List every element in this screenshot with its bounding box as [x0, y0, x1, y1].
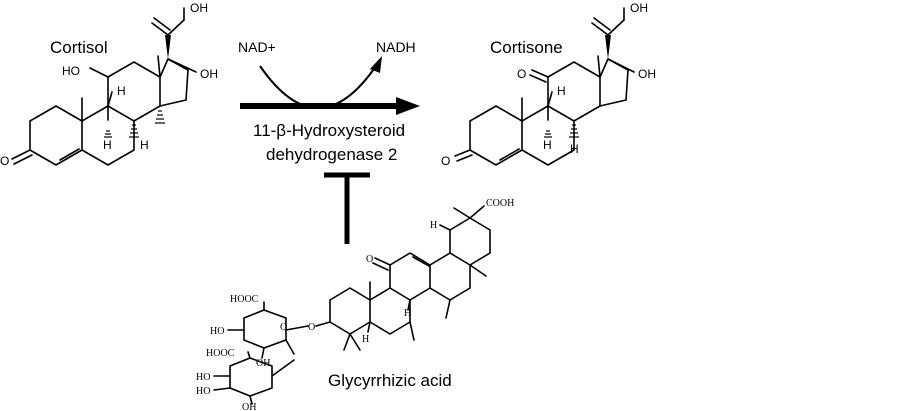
sugar1-ho: HO: [210, 326, 224, 337]
sugar2-oh: OH: [242, 402, 256, 411]
cortisol-h-14: H: [140, 138, 149, 152]
nad-plus-label: NAD+: [238, 39, 276, 55]
glycyrrhizic-h-18: H: [430, 220, 437, 231]
cortisone-label: Cortisone: [490, 38, 563, 57]
cortisol-h-9: H: [103, 138, 112, 152]
sugar1-hooc: HOOC: [230, 294, 259, 305]
glycyrrhizic-h-9: H: [404, 308, 411, 319]
cortisone-h-14: H: [570, 142, 579, 156]
cortisone-17-oh: OH: [638, 67, 656, 81]
cortisone-11-o: O: [517, 67, 526, 81]
sugar2-ho-1: HO: [196, 372, 210, 383]
glycyrrhizic-11-o: O: [366, 254, 373, 265]
cortisone-h-8: H: [557, 84, 566, 98]
glycyrrhizic-label: Glycyrrhizic acid: [328, 371, 452, 390]
cortisol-ketone-o: O: [0, 154, 9, 168]
reaction-arrow-group: [240, 56, 420, 115]
cofactor-arrow-head: [370, 56, 382, 73]
nadh-label: NADH: [376, 39, 416, 55]
cortisol-11-ho: HO: [62, 64, 80, 78]
glycyrrhizic-ether-o: O: [308, 322, 315, 333]
sugar2-ho-2: HO: [196, 386, 210, 397]
cortisone-h-9: H: [543, 138, 552, 152]
inhibition-symbol: [324, 172, 370, 244]
cortisol-label: Cortisol: [50, 38, 108, 57]
cortisone-21-oh: OH: [630, 1, 648, 15]
glycyrrhizic-acid-structure: O COOH H H H O HOOC HO OH O HOOC HO HO O…: [196, 198, 514, 411]
enzyme-label-line2: dehydrogenase 2: [266, 145, 397, 164]
cortisone-3-o: O: [441, 154, 450, 168]
sugar1-ring-o: O: [280, 322, 287, 333]
enzyme-label-line1: 11-β-Hydroxysteroid: [253, 121, 405, 140]
glycyrrhizic-h-5: H: [362, 334, 369, 345]
arrow-head: [396, 97, 420, 115]
cortisol-17-oh: OH: [200, 67, 218, 81]
cofactor-curve: [259, 65, 377, 109]
cortisol-h-8: H: [117, 84, 126, 98]
cortisol-structure: O HO OH OH H H H: [0, 1, 218, 168]
glycyrrhizic-cooh: COOH: [486, 198, 514, 209]
cortisone-structure: O O OH OH H H H: [441, 1, 656, 168]
cortisol-21-oh: OH: [190, 1, 208, 15]
sugar2-hooc: HOOC: [206, 348, 235, 359]
